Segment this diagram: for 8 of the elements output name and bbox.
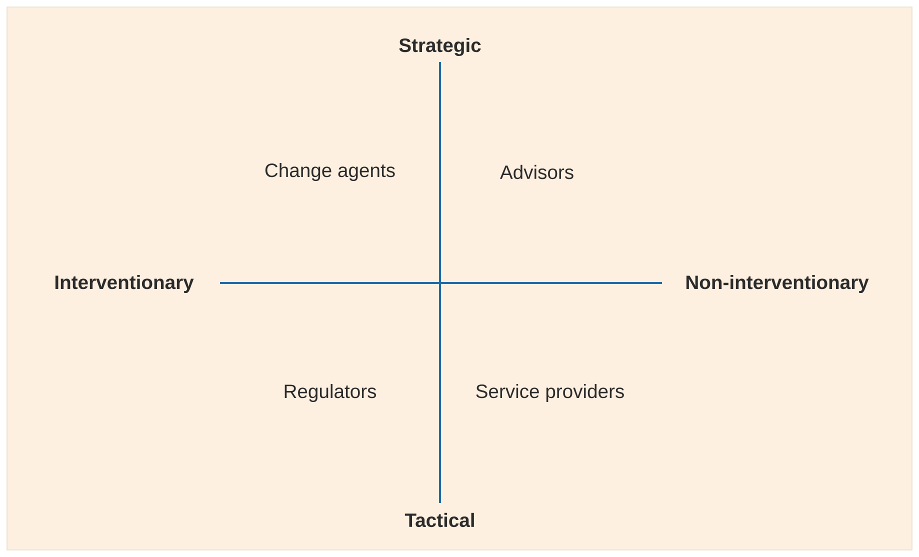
quadrant-label: Service providers (476, 384, 624, 402)
quadrant-label: Advisors (500, 164, 574, 180)
axis-label: Tactical (404, 512, 474, 528)
axis-label: Interventionary (55, 274, 194, 293)
quadrant-label: Regulators (284, 384, 376, 402)
axis-label: Non-interventionary (686, 274, 869, 293)
quadrant-label: Change agents (265, 162, 395, 181)
axis-label: Strategic (399, 38, 481, 56)
